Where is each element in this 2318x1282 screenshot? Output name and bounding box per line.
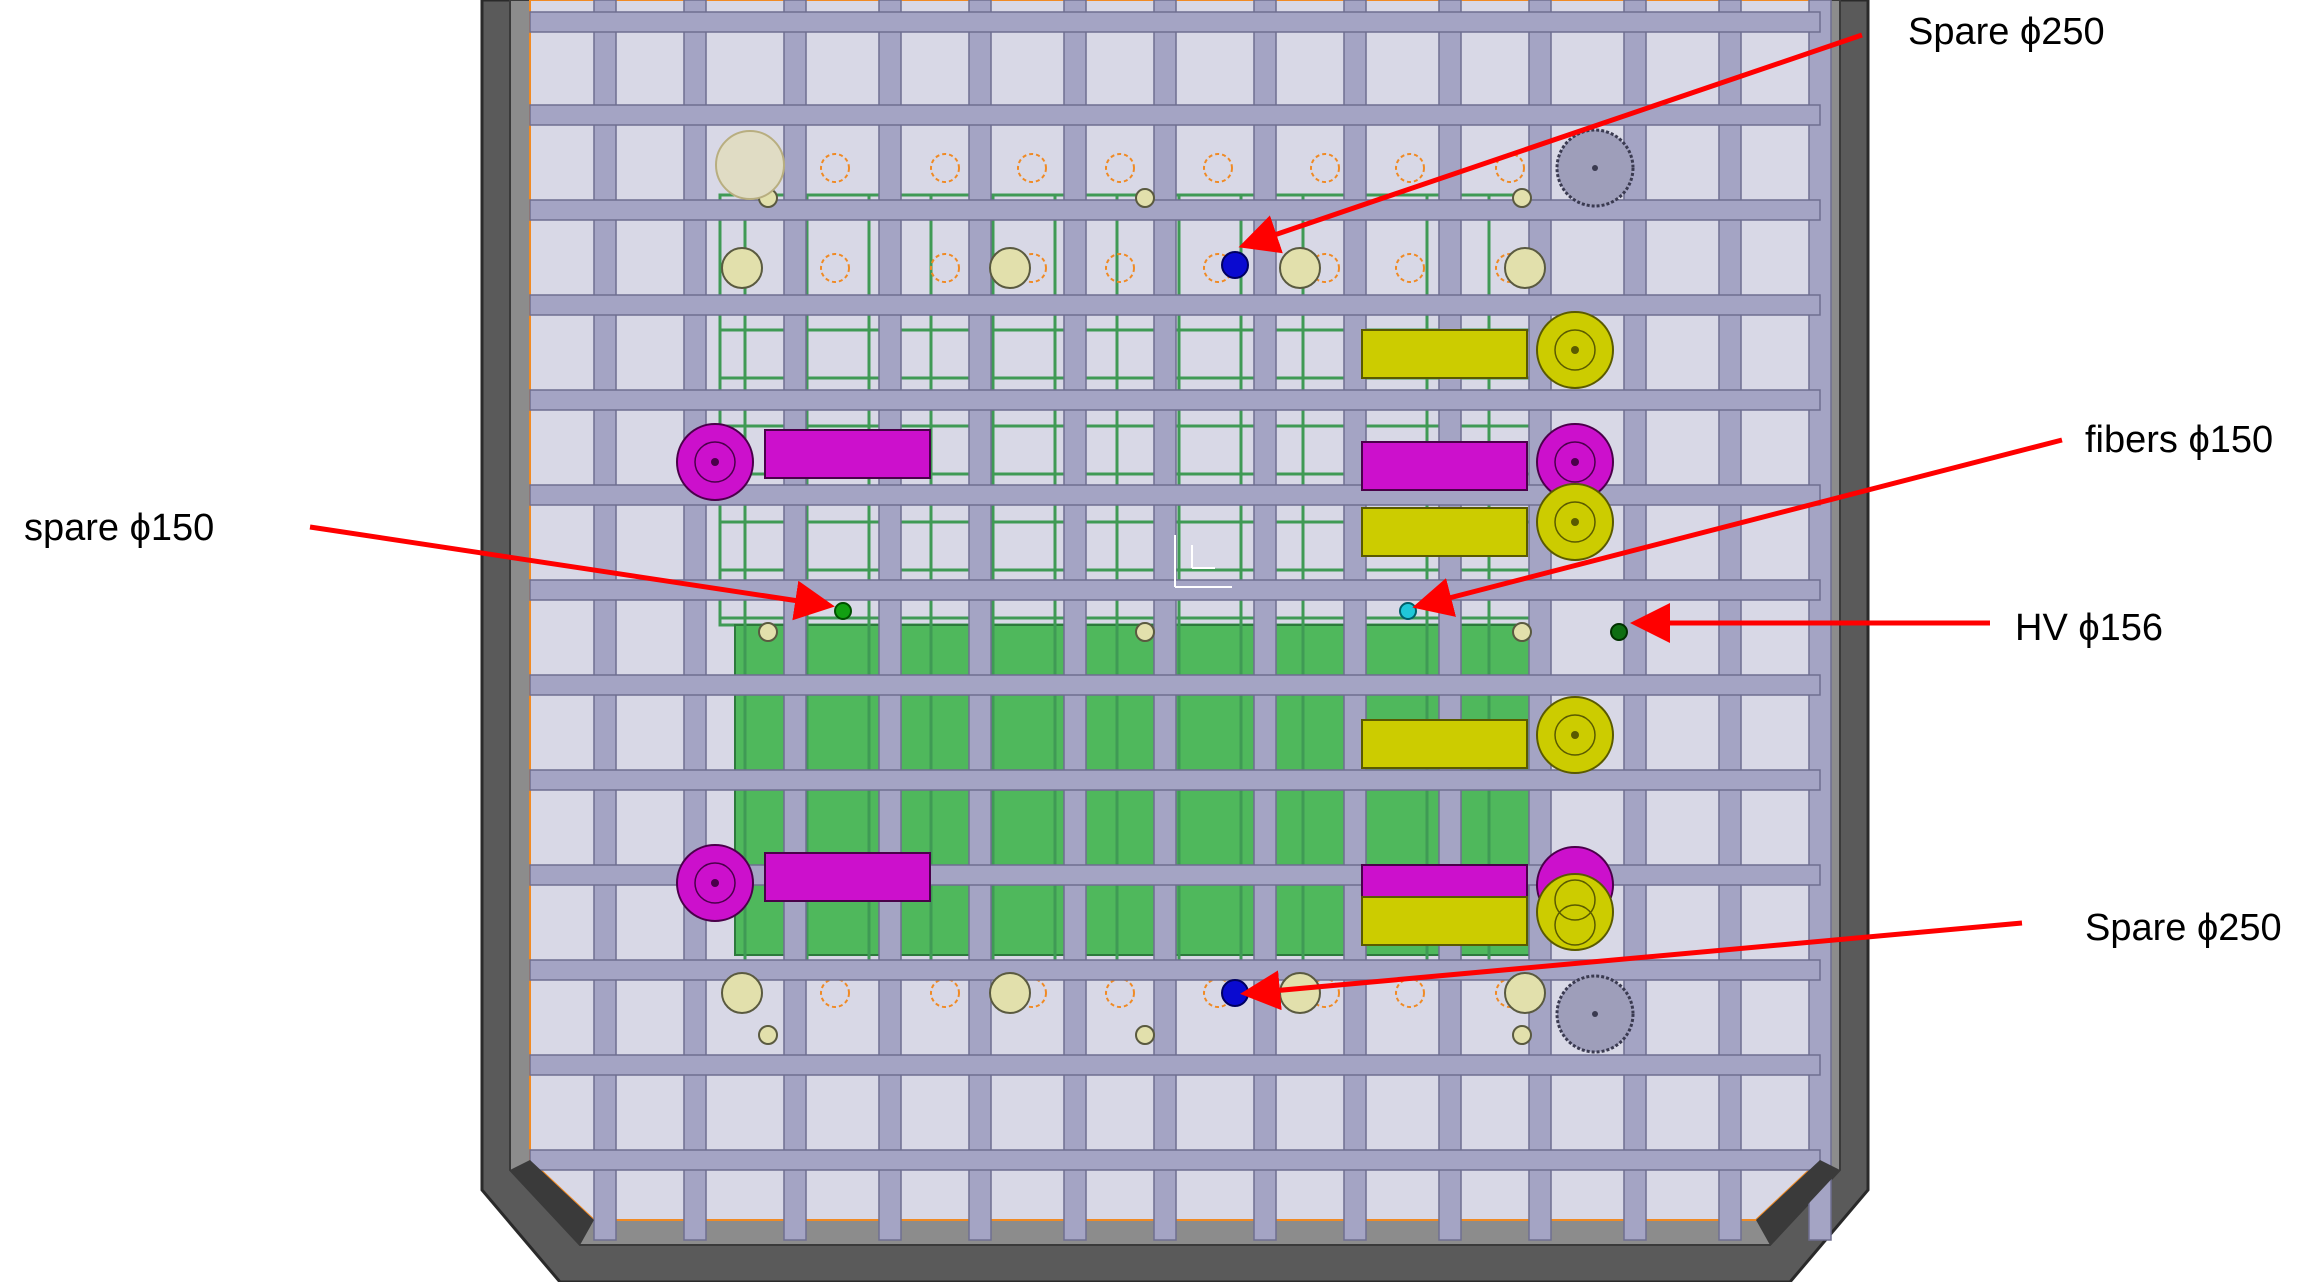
valve-body bbox=[989, 972, 1031, 1014]
horizontal-beam bbox=[529, 11, 1821, 33]
yellow-tank-right-4 bbox=[1361, 873, 1614, 951]
orange-flange bbox=[1105, 153, 1135, 183]
orange-flange bbox=[1395, 153, 1425, 183]
sensor bbox=[758, 1025, 778, 1045]
sensor bbox=[1512, 622, 1532, 642]
horizontal-beam bbox=[529, 959, 1821, 981]
fibers-port bbox=[1399, 602, 1417, 620]
vertical-beam bbox=[1253, 0, 1277, 1241]
sensor bbox=[1135, 188, 1155, 208]
arrow-spare-left bbox=[309, 524, 835, 621]
orange-flange bbox=[1105, 253, 1135, 283]
horizontal-beam bbox=[529, 104, 1821, 126]
valve-body bbox=[1279, 247, 1321, 289]
magenta-tank-right-upper bbox=[1361, 423, 1614, 501]
vertical-beam bbox=[1718, 0, 1742, 1241]
horizontal-beam bbox=[529, 389, 1821, 411]
horizontal-beam bbox=[529, 1149, 1821, 1171]
valve-body bbox=[721, 247, 763, 289]
vertical-beam bbox=[1153, 0, 1177, 1241]
valve-body bbox=[1504, 247, 1546, 289]
valve-body bbox=[1279, 972, 1321, 1014]
orange-flange bbox=[820, 253, 850, 283]
arrow-fibers bbox=[1412, 437, 2063, 617]
vertical-beam bbox=[1438, 0, 1462, 1241]
gear-flanges bbox=[715, 128, 1635, 1054]
coordinate-axes-icon bbox=[1174, 535, 1232, 588]
support-grid bbox=[510, 0, 1840, 1245]
feedthrough-tanks bbox=[676, 311, 1614, 951]
annotation-arrows bbox=[309, 32, 2063, 1011]
label-spare-left: spare ϕ150 bbox=[24, 507, 214, 549]
corner-chamfer bbox=[1756, 1160, 1840, 1245]
orange-flange bbox=[1017, 153, 1047, 183]
arrow-spare-top bbox=[1238, 32, 1863, 254]
horizontal-beam bbox=[529, 199, 1821, 221]
vertical-beam bbox=[968, 0, 992, 1241]
sensor bbox=[1135, 622, 1155, 642]
yellow-tank-right-1 bbox=[1361, 311, 1614, 389]
annotation-labels: Spare ϕ250 fibers ϕ150 spare ϕ150 HV ϕ15… bbox=[24, 11, 2282, 949]
beige-flange-top-left bbox=[715, 130, 785, 200]
valve-body bbox=[989, 247, 1031, 289]
spare-port-bottom bbox=[1221, 979, 1249, 1007]
vertical-beam bbox=[1063, 0, 1087, 1241]
sensor bbox=[1135, 1025, 1155, 1045]
vertical-beam bbox=[683, 0, 707, 1241]
orange-flange bbox=[820, 153, 850, 183]
orange-flange bbox=[930, 153, 960, 183]
vertical-beam bbox=[1343, 0, 1367, 1241]
vertical-beam bbox=[1808, 0, 1832, 1241]
label-spare-bottom: Spare ϕ250 bbox=[2085, 907, 2282, 949]
valve-body bbox=[721, 972, 763, 1014]
magenta-tank-left-upper bbox=[676, 423, 931, 501]
orange-flange bbox=[1395, 253, 1425, 283]
orange-flange bbox=[1310, 153, 1340, 183]
yellow-tank-right-3 bbox=[1361, 696, 1614, 774]
label-spare-top: Spare ϕ250 bbox=[1908, 11, 2105, 53]
corner-chamfer bbox=[510, 1160, 594, 1245]
orange-flange bbox=[930, 253, 960, 283]
label-fibers: fibers ϕ150 bbox=[2085, 419, 2273, 461]
arrow-spare-bottom bbox=[1240, 920, 2023, 1011]
label-hv: HV ϕ156 bbox=[2015, 607, 2163, 649]
horizontal-beam bbox=[529, 1054, 1821, 1076]
vertical-beam bbox=[878, 0, 902, 1241]
horizontal-beam bbox=[529, 294, 1821, 316]
hv-port bbox=[1610, 623, 1628, 641]
sensor bbox=[1512, 1025, 1532, 1045]
sensor bbox=[1512, 188, 1532, 208]
spare-port-left bbox=[834, 602, 852, 620]
vertical-beam bbox=[593, 0, 617, 1241]
valve-body bbox=[1504, 972, 1546, 1014]
vertical-beam bbox=[1528, 0, 1552, 1241]
orange-flange bbox=[1203, 153, 1233, 183]
horizontal-beam bbox=[529, 674, 1821, 696]
yellow-tank-right-2 bbox=[1361, 483, 1614, 561]
spare-port-top bbox=[1221, 251, 1249, 279]
vertical-beam bbox=[783, 0, 807, 1241]
sensor bbox=[758, 622, 778, 642]
magenta-tank-left-lower bbox=[676, 844, 931, 922]
horizontal-beam bbox=[529, 769, 1821, 791]
